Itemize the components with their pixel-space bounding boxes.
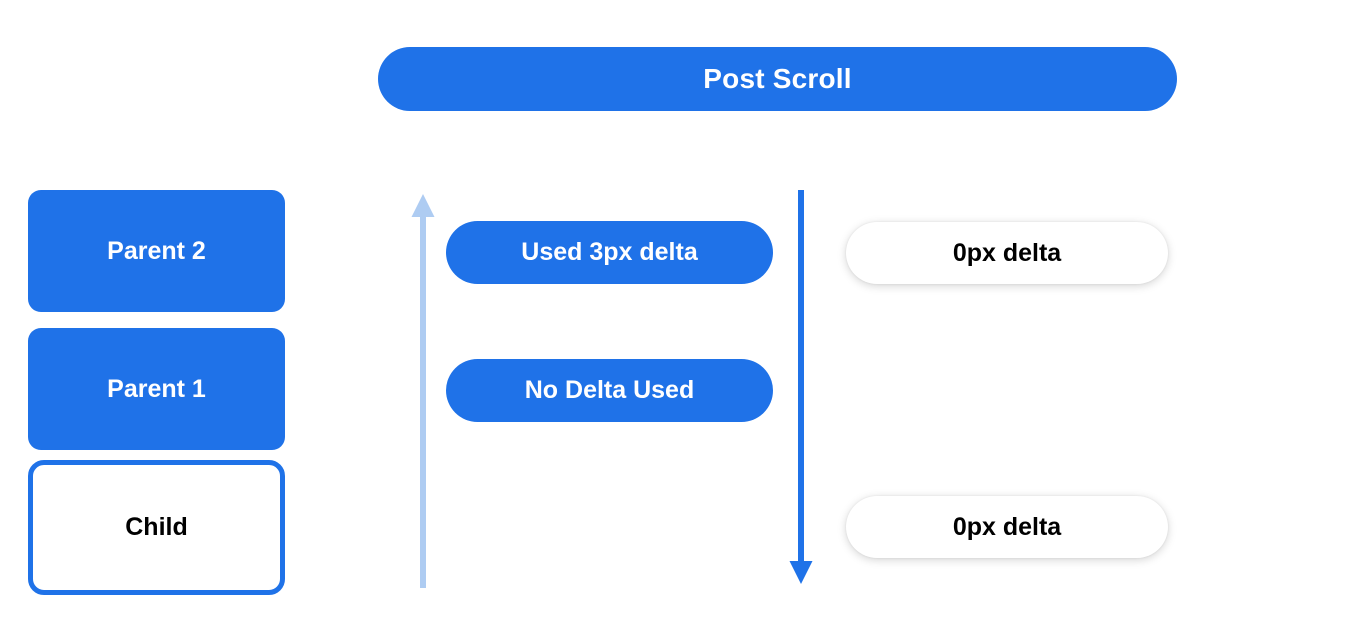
stack-box-child-label: Child (125, 513, 188, 541)
result-pill-zero-delta-bottom-label: 0px delta (952, 512, 1062, 541)
delta-pill-no-delta-used: No Delta Used (446, 359, 773, 422)
result-pill-zero-delta-bottom: 0px delta (846, 496, 1168, 558)
delta-pill-no-delta-used-label: No Delta Used (524, 376, 695, 404)
post-scroll-header: Post Scroll (378, 47, 1177, 111)
stack-box-child: Child (28, 460, 285, 595)
scroll-down-arrow-icon (781, 190, 821, 588)
delta-pill-used-3px-label: Used 3px delta (521, 238, 698, 266)
post-scroll-header-label: Post Scroll (703, 63, 852, 94)
delta-pill-used-3px: Used 3px delta (446, 221, 773, 284)
stack-box-parent-2-label: Parent 2 (107, 236, 206, 265)
result-pill-zero-delta-top: 0px delta (846, 222, 1168, 284)
stack-box-parent-1: Parent 1 (28, 328, 285, 450)
scroll-up-arrow-icon (403, 190, 443, 588)
stack-box-parent-1-label: Parent 1 (107, 374, 206, 403)
result-pill-zero-delta-top-label: 0px delta (952, 238, 1062, 267)
stack-box-parent-2: Parent 2 (28, 190, 285, 312)
